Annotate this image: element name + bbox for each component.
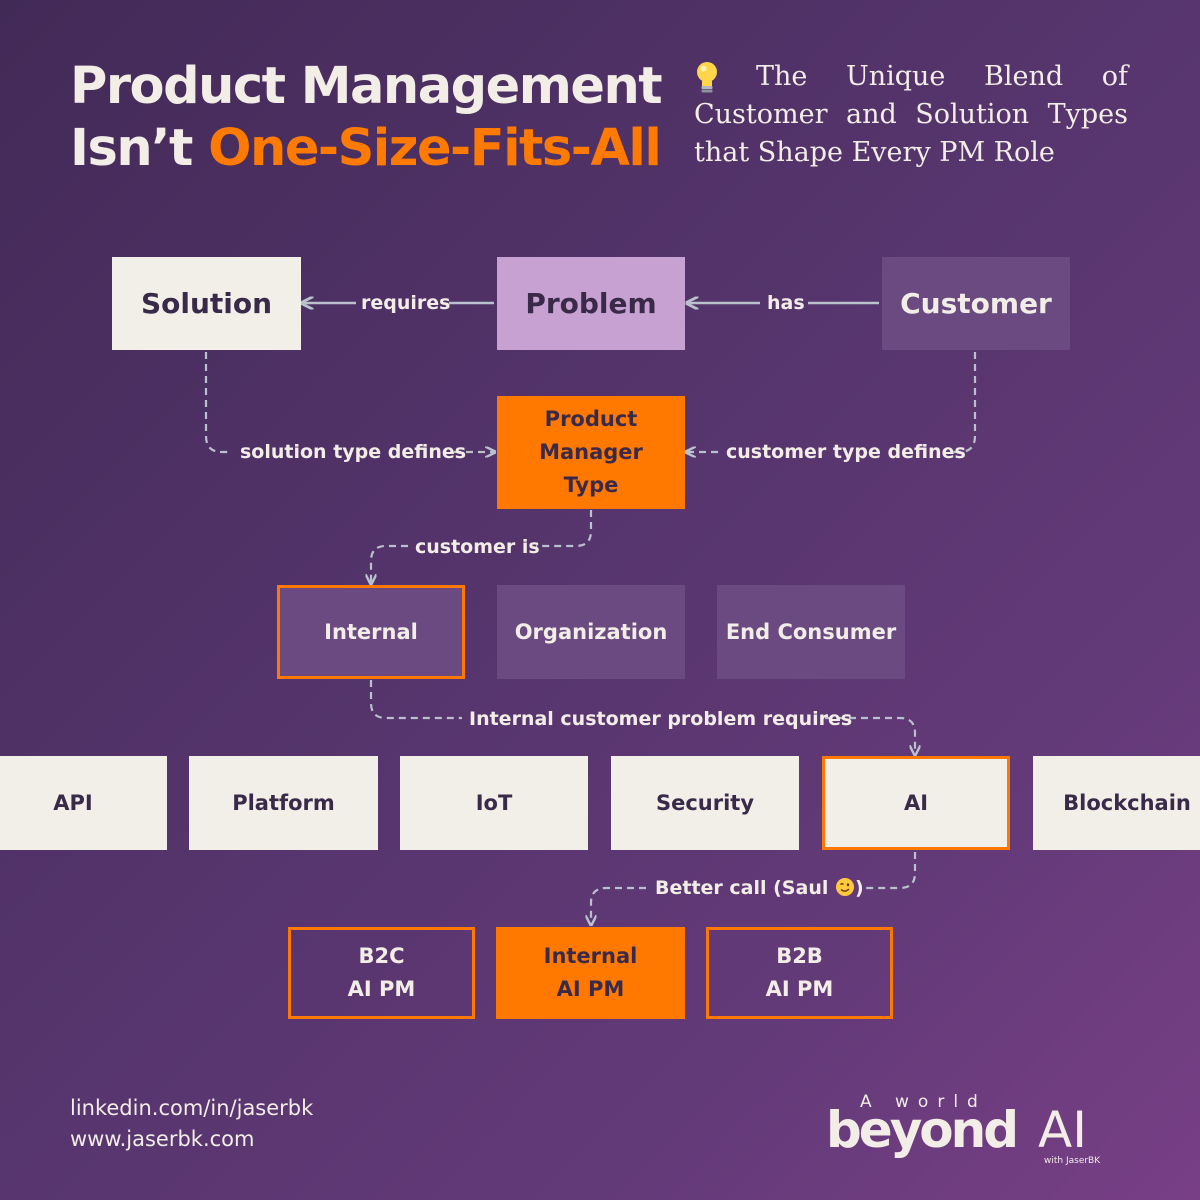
svg-text:AI: AI — [1038, 1101, 1087, 1159]
svg-text:with JaserBK: with JaserBK — [1044, 1156, 1101, 1166]
role-b2c-ai-pm: B2C AI PM — [288, 927, 475, 1019]
subtitle: The Unique Blend of Customer and Solutio… — [694, 61, 1128, 168]
customer-type-internal: Internal — [277, 585, 465, 679]
solution-type-platform: Platform — [189, 756, 378, 850]
problem-node: Problem — [497, 257, 685, 350]
lightbulb-icon — [697, 62, 717, 93]
role-b2b-ai-pm: B2B AI PM — [706, 927, 893, 1019]
footer-linkedin[interactable]: linkedin.com/in/jaserbk — [70, 1096, 314, 1120]
customer-node: Customer — [882, 257, 1070, 350]
customer-type-end-consumer: End Consumer — [717, 585, 905, 679]
svg-text:A world: A world — [860, 1092, 987, 1112]
solution-type-ai: AI — [822, 756, 1010, 850]
solution-type-api: API — [0, 756, 167, 850]
solution-type-iot: IoT — [400, 756, 588, 850]
edge-label-solution-type-defines: solution type defines — [240, 441, 467, 463]
edge-label-better-call: Better call (Saul ) — [655, 877, 864, 899]
role-internal-ai-pm: Internal AI PM — [496, 927, 685, 1019]
solution-type-blockchain: Blockchain — [1033, 756, 1200, 850]
page-title: Product Management Isn’t One-Size-Fits-A… — [70, 56, 663, 180]
brand-logo: A world beyond AI with JaserBK — [826, 1092, 1101, 1166]
edge-label-has: has — [767, 292, 805, 314]
edge-label-internal-problem-requires: Internal customer problem requires — [469, 708, 853, 730]
customer-type-organization: Organization — [497, 585, 685, 679]
solution-node: Solution — [112, 257, 301, 350]
solution-type-security: Security — [611, 756, 799, 850]
edge-label-customer-type-defines: customer type defines — [726, 441, 966, 463]
svg-text:beyond: beyond — [826, 1101, 1016, 1159]
title-line-2-accent: One-Size-Fits-All — [208, 119, 662, 178]
winking-face-icon — [835, 878, 854, 896]
title-line-1: Product Management — [70, 57, 663, 116]
edge-label-requires: requires — [361, 292, 451, 314]
edge-label-customer-is: customer is — [415, 536, 540, 558]
title-line-2-prefix: Isn’t — [70, 119, 209, 178]
product-manager-type-node: Product Manager Type — [497, 396, 685, 509]
footer-website[interactable]: www.jaserbk.com — [70, 1127, 255, 1151]
